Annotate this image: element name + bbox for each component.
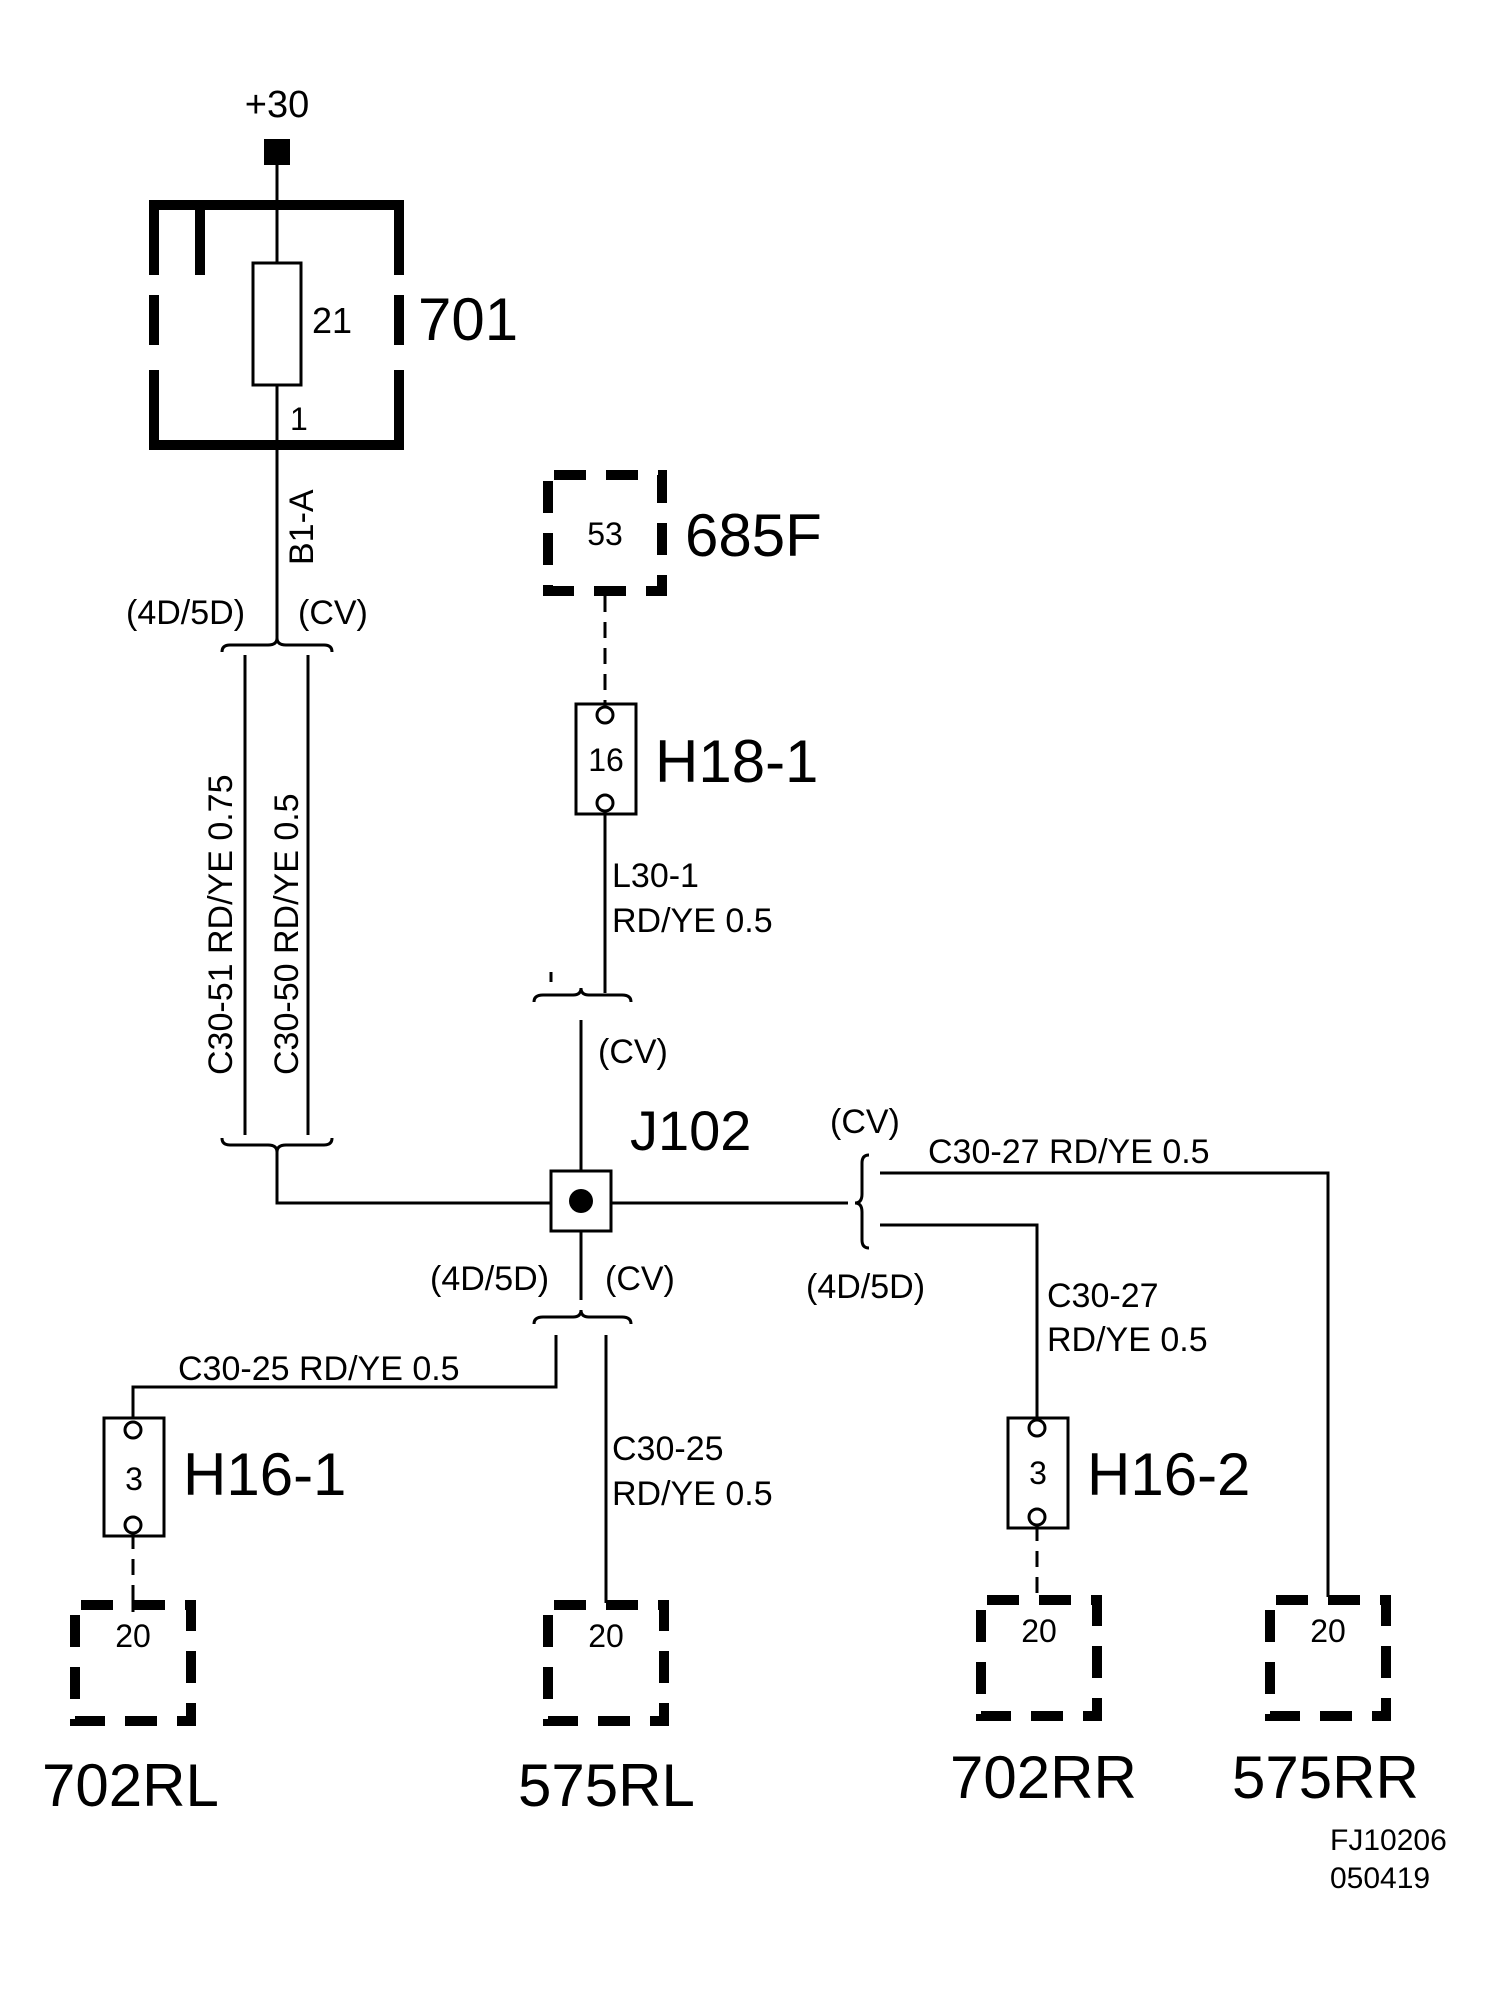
wire-c30-25-center-id: C30-25 — [612, 1430, 724, 1468]
power-label: +30 — [245, 84, 309, 126]
connector-h18-1: 16 H18-1 — [574, 702, 818, 816]
variant-label-cv-upper: (CV) — [298, 594, 368, 632]
connector-h16-1-pin-top — [123, 1420, 143, 1440]
variant-brace-center — [532, 987, 633, 1003]
variant-brace-lower — [532, 1309, 633, 1325]
component-702rl: 20 702RL — [42, 1595, 219, 1819]
variant-label-cv-center: (CV) — [598, 1033, 668, 1071]
component-702rr-pin: 20 — [1021, 1613, 1057, 1649]
variant-label-4d5d-lower: (4D/5D) — [430, 1260, 549, 1298]
component-702rl-label: 702RL — [42, 1752, 219, 1819]
power-terminal: +30 — [245, 84, 309, 165]
wire-c30-51-label: C30-51 RD/YE 0.75 — [202, 775, 240, 1076]
component-575rr-box — [1265, 1595, 1391, 1721]
fuse-box-label: 701 — [418, 286, 518, 353]
component-685f-box — [543, 470, 667, 596]
wire-c30-25-center-spec: RD/YE 0.5 — [612, 1475, 773, 1513]
component-685f-pin: 53 — [587, 516, 623, 552]
connector-h16-2-pin-bottom — [1027, 1507, 1047, 1527]
connector-h16-1-pin-bottom — [123, 1515, 143, 1535]
wire-c30-27-to-575rr — [880, 1171, 1330, 1597]
fuse-number: 21 — [312, 300, 352, 341]
variant-label-cv-right: (CV) — [830, 1103, 900, 1141]
connector-h18-1-pin-number: 16 — [588, 742, 624, 778]
component-575rr: 20 575RR — [1232, 1595, 1419, 1811]
variant-label-cv-lower: (CV) — [605, 1260, 675, 1298]
wire-b1-a-label: B1-A — [283, 489, 321, 565]
wire-c30-27-top-label: C30-27 RD/YE 0.5 — [928, 1133, 1210, 1171]
connector-h16-1: 3 H16-1 — [102, 1416, 346, 1538]
wire-c30-50-label: C30-50 RD/YE 0.5 — [268, 793, 306, 1075]
variant-brace-right — [854, 1153, 870, 1250]
component-702rr: 20 702RR — [950, 1595, 1137, 1811]
component-575rr-label: 575RR — [1232, 1744, 1419, 1811]
component-685f-label: 685F — [685, 502, 822, 569]
connector-h18-1-pin-top — [595, 705, 615, 725]
power-terminal-square — [264, 139, 290, 165]
connector-h16-2-pin-number: 3 — [1029, 1455, 1047, 1491]
wire-c30-25-to-h16-1 — [131, 1335, 558, 1423]
connector-h16-2-pin-top — [1027, 1418, 1047, 1438]
component-702rr-label: 702RR — [950, 1744, 1137, 1811]
component-575rl-box — [543, 1600, 669, 1726]
connector-h18-1-label: H18-1 — [655, 728, 818, 795]
component-575rl: 20 575RL — [518, 1600, 695, 1819]
variant-label-4d5d-right: (4D/5D) — [806, 1268, 925, 1306]
figure-date: 050419 — [1330, 1862, 1430, 1895]
connector-h16-2: 3 H16-2 — [1006, 1416, 1250, 1530]
component-702rl-pin: 20 — [115, 1618, 151, 1654]
connector-h16-1-pin-number: 3 — [125, 1461, 143, 1497]
wire-c30-27-mid-spec: RD/YE 0.5 — [1047, 1321, 1208, 1359]
component-575rl-pin: 20 — [588, 1618, 624, 1654]
junction-j102-label: J102 — [630, 1099, 751, 1162]
component-575rr-pin: 20 — [1310, 1613, 1346, 1649]
fuse-pin: 1 — [290, 401, 308, 437]
fuse-box-701: 21 1 701 — [149, 200, 518, 450]
junction-j102: J102 — [549, 1099, 751, 1233]
component-575rl-label: 575RL — [518, 1752, 695, 1819]
variant-brace-upper — [220, 637, 334, 653]
wire-c30-25-left-label: C30-25 RD/YE 0.5 — [178, 1350, 460, 1388]
wire-c30-27-mid-id: C30-27 — [1047, 1277, 1159, 1315]
connector-h18-1-pin-bottom — [595, 793, 615, 813]
figure-code: FJ10206 — [1330, 1824, 1447, 1857]
wire-l30-1-id: L30-1 — [612, 857, 699, 895]
wire-c30-27-to-h16-2 — [880, 1223, 1039, 1423]
component-685f: 53 685F — [543, 470, 822, 596]
junction-j102-dot — [569, 1189, 593, 1213]
variant-label-4d5d-upper: (4D/5D) — [126, 594, 245, 632]
connector-h16-1-label: H16-1 — [183, 1441, 346, 1508]
component-702rr-box — [976, 1595, 1102, 1721]
variant-brace-upper-merge — [220, 1137, 334, 1153]
connector-h16-2-label: H16-2 — [1087, 1441, 1250, 1508]
wire-l30-1-spec: RD/YE 0.5 — [612, 902, 773, 940]
fuse-21 — [251, 261, 303, 387]
wire-to-j102-left — [275, 1152, 557, 1205]
